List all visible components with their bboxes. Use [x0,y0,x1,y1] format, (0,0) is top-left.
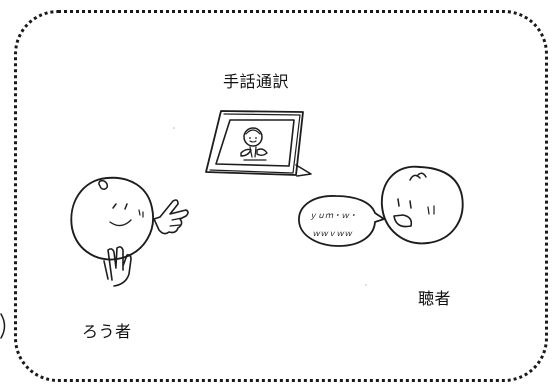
stray-dot [365,284,367,286]
speech-bubble-line1: ｙｕｍ・ｗ・ [309,211,357,220]
deaf-person-illustration [70,176,189,287]
interpreter-label: 手話通訳 [223,72,290,91]
tablet-video-icon [205,110,312,177]
hearing-person-illustration [381,165,464,245]
dotted-frame [14,10,548,382]
speech-bubble-icon: ｙｕｍ・ｗ・ ｗｗｖｗｗ [298,195,385,247]
edge-paren-mark [0,313,6,339]
stray-dot [173,127,175,129]
hearing-person-label: 聴者 [418,289,452,308]
speech-bubble-line2: ｗｗｖｗｗ [312,229,353,238]
deaf-person-label: ろう者 [82,322,132,341]
